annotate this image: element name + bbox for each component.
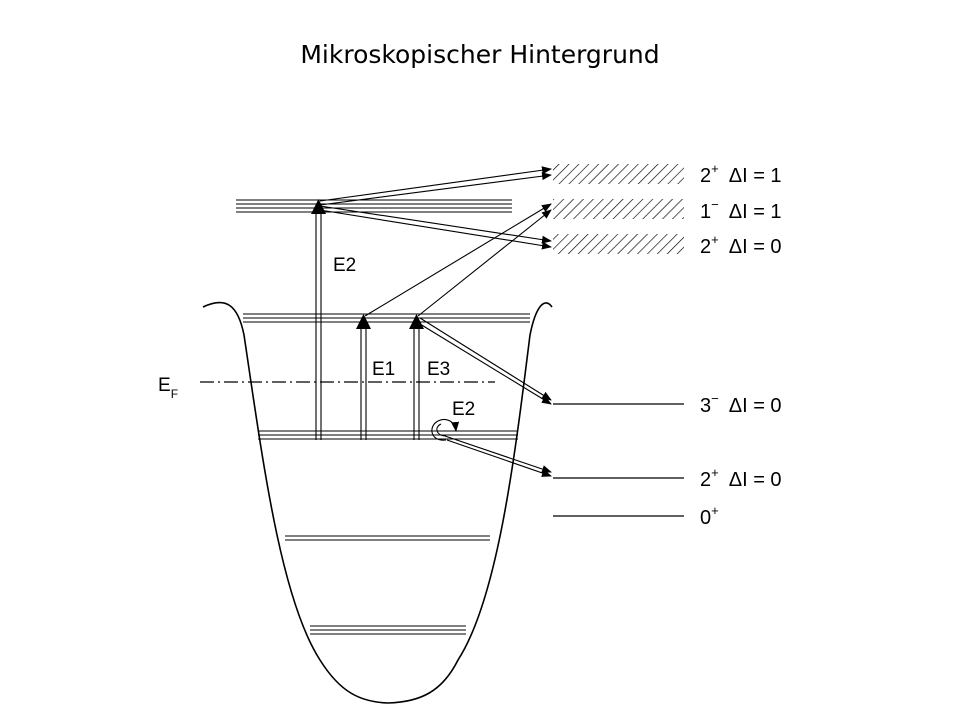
- state-level: 2: [700, 165, 711, 187]
- label-e2-lower: E2: [452, 399, 475, 420]
- fermi-label-main: E: [158, 375, 171, 396]
- state-parity: +: [711, 161, 719, 176]
- state-parity: +: [711, 465, 719, 480]
- state-labels: 2+ΔI = 1 1−ΔI = 1 2+ΔI = 0 3−ΔI = 0 2+ΔI…: [700, 161, 782, 529]
- excitation-arrow-e3: [409, 314, 424, 440]
- label-e2-upper: E2: [333, 255, 356, 276]
- fermi-label: EF: [158, 375, 178, 401]
- state-parity: +: [711, 503, 719, 518]
- state-label: 1−ΔI = 1: [700, 197, 782, 223]
- bound-level-deepest: [310, 625, 466, 635]
- fermi-label-subscript: F: [171, 387, 178, 401]
- state-delta: ΔI = 0: [729, 395, 782, 417]
- state-level: 1: [700, 201, 711, 223]
- transition-arrows: [319, 166, 552, 477]
- excitation-arrow-e1: [356, 314, 371, 440]
- state-level: 2: [700, 469, 711, 491]
- state-parity: +: [711, 232, 719, 247]
- state-label: 2+ ΔI = 1: [700, 161, 782, 187]
- continuum-state-2plus-di1: [553, 164, 684, 184]
- state-delta: ΔI = 1: [729, 165, 782, 187]
- state-label: 0+: [700, 503, 719, 529]
- label-e1: E1: [372, 359, 395, 380]
- continuum-state-1minus-di1: [553, 199, 684, 219]
- bound-level-occupied: [258, 430, 518, 440]
- state-parity: −: [711, 197, 719, 212]
- potential-well: [202, 301, 553, 704]
- state-level: 0: [700, 507, 711, 529]
- continuum-state-2plus-di0: [553, 234, 684, 254]
- e2-loop-arrow: [431, 418, 460, 441]
- state-level: 3: [700, 395, 711, 417]
- state-label: 2+ ΔI = 0: [700, 465, 782, 491]
- state-label: 3−ΔI = 0: [700, 391, 782, 417]
- continuum-level: [236, 199, 512, 213]
- excitation-arrow-e2: [311, 199, 326, 440]
- label-e3: E3: [427, 359, 450, 380]
- state-delta: ΔI = 0: [729, 469, 782, 491]
- state-delta: ΔI = 1: [729, 201, 782, 223]
- page-title: Mikroskopischer Hintergrund: [300, 40, 660, 69]
- bound-level-deep: [285, 535, 490, 541]
- state-parity: −: [711, 391, 719, 406]
- state-level: 2: [700, 236, 711, 258]
- bound-level-top: [243, 313, 530, 323]
- state-delta: ΔI = 0: [729, 236, 782, 258]
- state-label: 2+ ΔI = 0: [700, 232, 782, 258]
